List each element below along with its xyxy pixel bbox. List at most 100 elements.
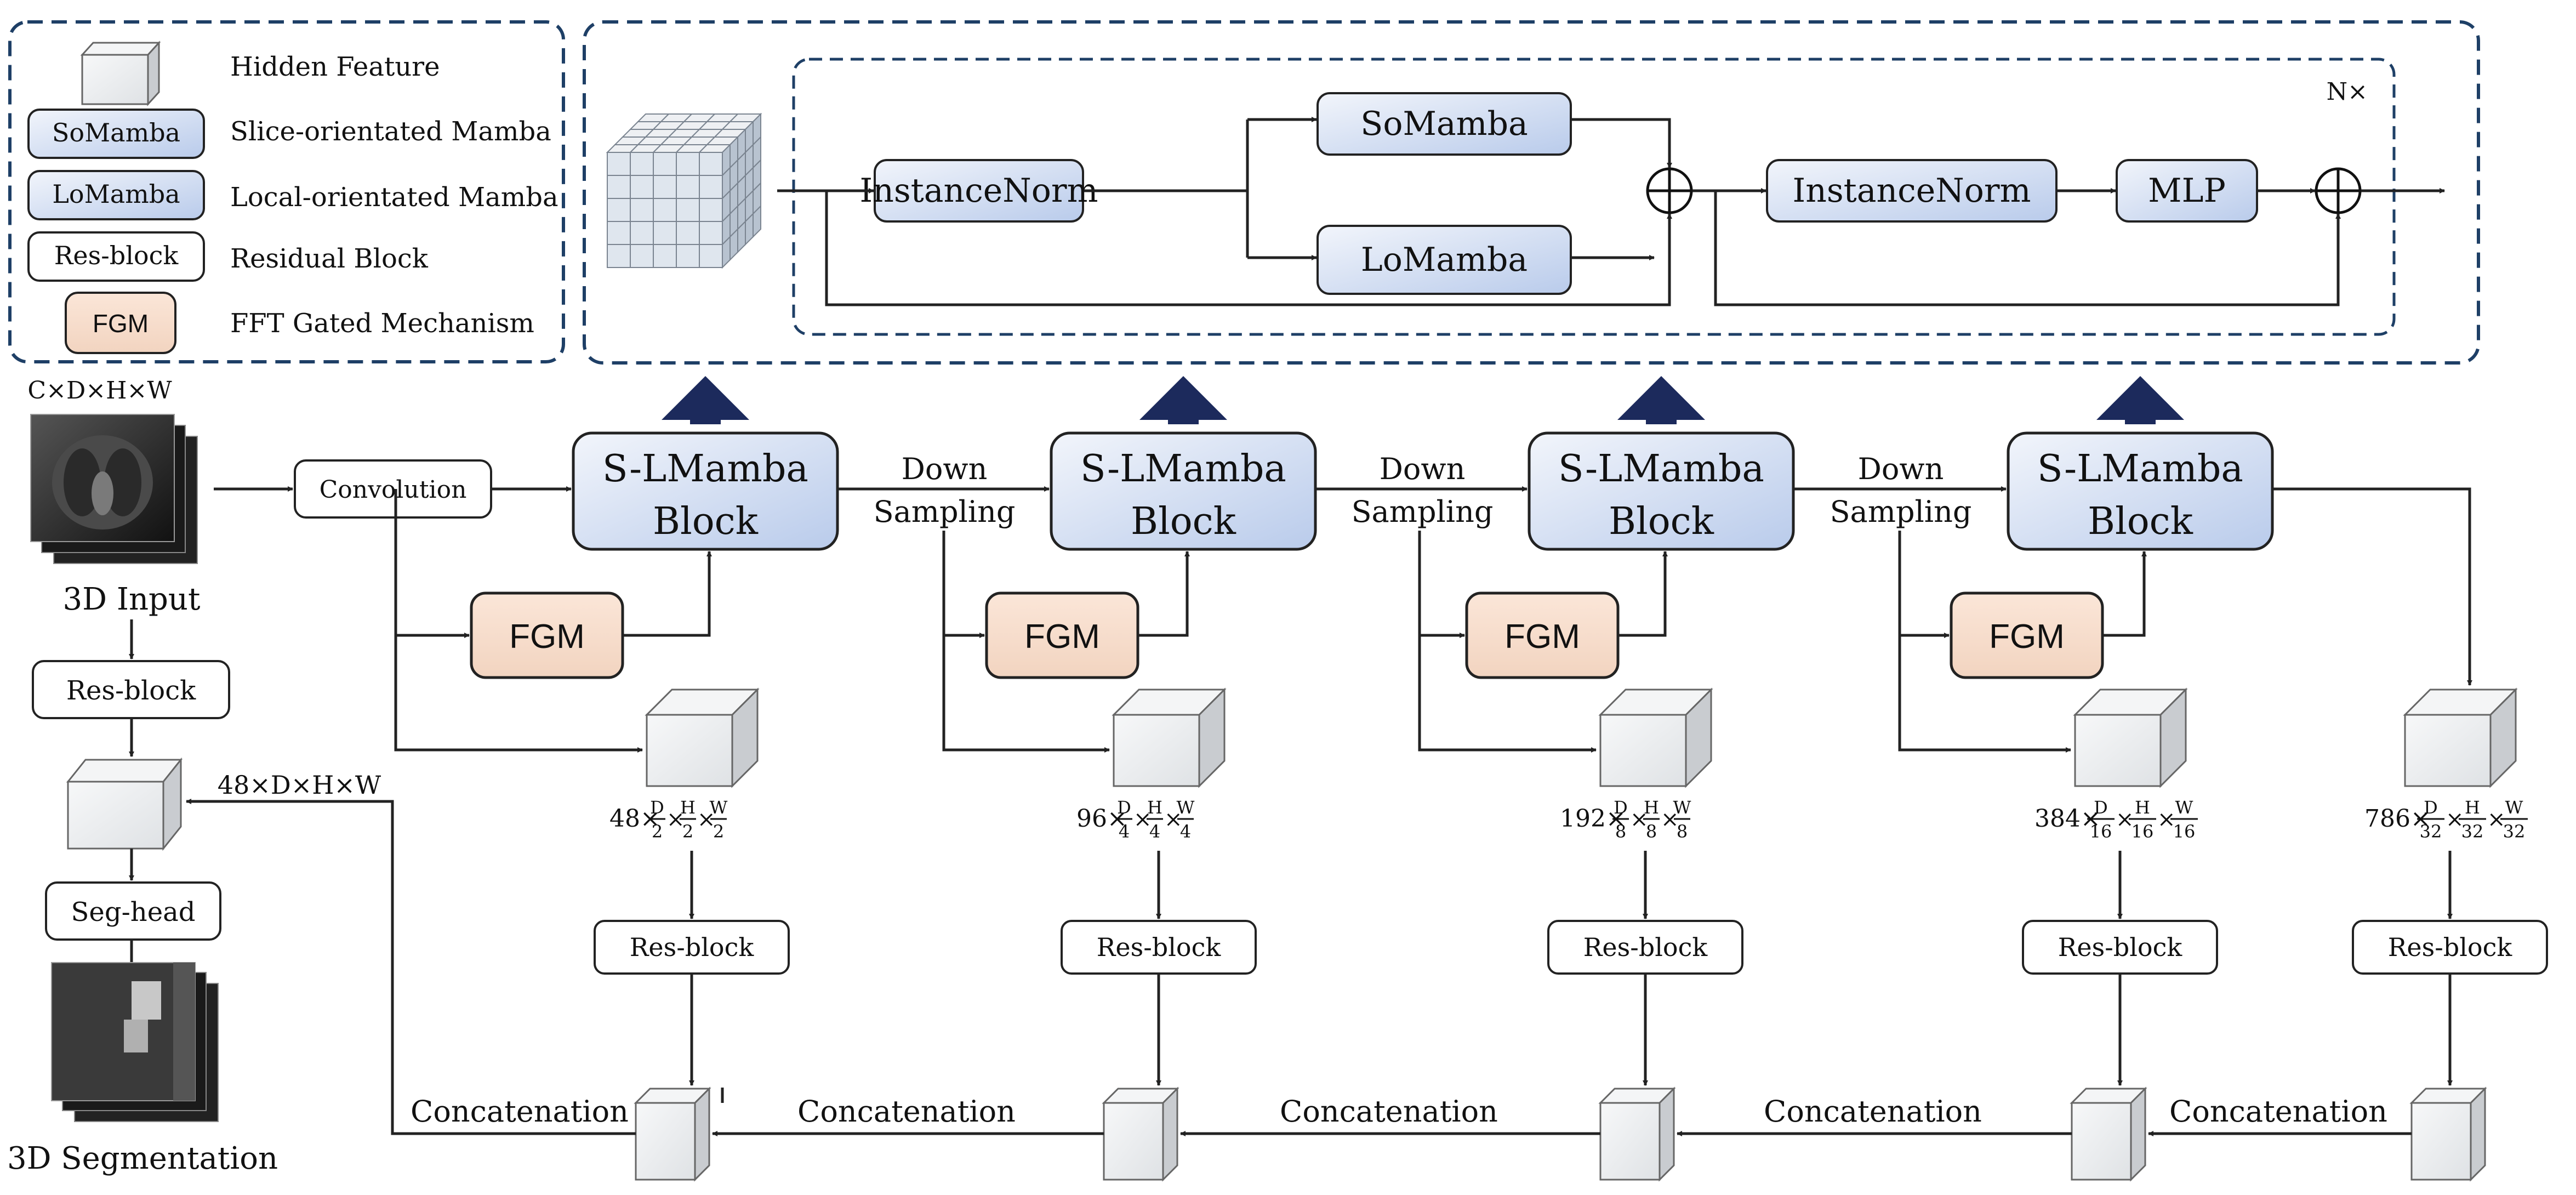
expand-up-arrow-stem bbox=[690, 408, 721, 424]
instancenorm-1-label: InstanceNorm bbox=[860, 172, 1098, 210]
dim-denominator: 2 bbox=[682, 821, 693, 842]
slmamba-block-label-line2: Block bbox=[653, 500, 759, 543]
repeat-label: N× bbox=[2327, 78, 2368, 106]
dim-numerator: H bbox=[680, 797, 696, 818]
input-label: 3D Input bbox=[63, 582, 201, 617]
slmamba-block-label-line2: Block bbox=[1609, 500, 1714, 543]
legend-somamba-label: Slice-orientated Mamba bbox=[230, 116, 551, 147]
legend-resblock-swatch bbox=[27, 231, 205, 282]
dim-denominator: 32 bbox=[2420, 821, 2442, 842]
input-column: C×D×H×W 3D Input Res-block 48×D×H×W Seg-… bbox=[7, 377, 381, 1176]
dim-numerator: W bbox=[710, 797, 728, 818]
somamba-label: SoMamba bbox=[1360, 105, 1528, 143]
legend-fgm-label: FFT Gated Mechanism bbox=[230, 308, 534, 339]
dim-denominator: 4 bbox=[1180, 821, 1191, 842]
dim-denominator: 32 bbox=[2503, 821, 2526, 842]
concatenation-label: Concatenation bbox=[2169, 1094, 2387, 1129]
slmamba-block-1 bbox=[572, 431, 839, 551]
expand-up-arrow-icon bbox=[2096, 376, 2184, 420]
legend-lomamba-text: LoMamba bbox=[52, 179, 180, 209]
add-node-1-icon bbox=[1646, 167, 1693, 214]
dim-denominator: 16 bbox=[2132, 821, 2154, 842]
dim-numerator: H bbox=[2135, 797, 2150, 818]
feature-cube-stage-2 bbox=[1112, 687, 1227, 788]
concatenation-label: Concatenation bbox=[797, 1094, 1016, 1129]
dim-numerator: W bbox=[2175, 797, 2193, 818]
stage-dims-label: 96×D4×H4×W4 bbox=[1076, 797, 1195, 842]
dim-denominator: 4 bbox=[1149, 821, 1160, 842]
dim-denominator: 8 bbox=[1615, 821, 1626, 842]
concat-cube-stage-3 bbox=[1598, 1086, 1676, 1182]
slmamba-block-label-line2: Block bbox=[2088, 500, 2193, 543]
legend-resblock-label: Residual Block bbox=[230, 243, 429, 274]
legend-lomamba-label: Local-orientated Mamba bbox=[230, 182, 558, 213]
stage-dims-label: 786×D32×H32×W32 bbox=[2364, 797, 2528, 842]
seghead-label: Seg-head bbox=[71, 897, 196, 927]
detail-outer-frame bbox=[583, 20, 2480, 365]
dim-numerator: W bbox=[1177, 797, 1195, 818]
legend-somamba-swatch bbox=[27, 109, 205, 159]
slmamba-block-label-line1: S-LMamba bbox=[1080, 447, 1286, 491]
legend-hidden-feature-icon bbox=[80, 41, 161, 106]
dim-denominator: 16 bbox=[2173, 821, 2196, 842]
stage-dims-label: 48×D2×H2×W2 bbox=[609, 797, 728, 842]
concatenation-label: Concatenation bbox=[1764, 1094, 1982, 1129]
slmamba-block-2 bbox=[1050, 431, 1317, 551]
dim-denominator: 2 bbox=[713, 821, 724, 842]
fusion-feature-cube-icon bbox=[66, 757, 183, 851]
dim-denominator: 32 bbox=[2461, 821, 2484, 842]
stage-resblock-label: Res-block bbox=[1097, 932, 1222, 962]
stage-resblock-label: Res-block bbox=[2058, 932, 2183, 962]
expand-up-arrow-stem bbox=[2125, 408, 2156, 424]
fgm-label: FGM bbox=[509, 618, 585, 656]
instancenorm-2-box bbox=[1766, 159, 2058, 223]
input-dims-label: C×D×H×W bbox=[27, 377, 172, 405]
mlp-box bbox=[2116, 159, 2258, 223]
stage-resblock-label: Res-block bbox=[2388, 932, 2513, 962]
concatenation-label: Concatenation bbox=[1280, 1094, 1498, 1129]
feature-grid-cube-icon bbox=[606, 112, 762, 269]
concat-cube-stage-4 bbox=[2070, 1086, 2147, 1182]
expand-up-arrow-icon bbox=[1617, 376, 1705, 420]
legend-hidden-feature-label: Hidden Feature bbox=[230, 52, 440, 82]
dim-numerator: W bbox=[2505, 797, 2523, 818]
detail-connectors bbox=[777, 117, 2445, 306]
dim-numerator: D bbox=[2424, 797, 2438, 818]
downsampling-label-line2: Sampling bbox=[1830, 494, 1972, 529]
dim-denominator: 8 bbox=[1646, 821, 1657, 842]
add-node-2-icon bbox=[2315, 167, 2362, 214]
dim-numerator: D bbox=[650, 797, 664, 818]
stage-resblock-label: Res-block bbox=[630, 932, 755, 962]
downsampling-label-line1: Down bbox=[1380, 452, 1466, 486]
slmamba-block-3 bbox=[1528, 431, 1795, 551]
detail-inner-frame bbox=[792, 58, 2396, 336]
concat-cube-stage-5 bbox=[2409, 1086, 2487, 1182]
slmamba-block-label-line1: S-LMamba bbox=[1558, 447, 1764, 491]
legend: Hidden Feature SoMamba Slice-orientated … bbox=[8, 20, 565, 363]
concat-cube-stage-2 bbox=[1102, 1086, 1179, 1182]
ct-input-stack-icon bbox=[30, 414, 198, 564]
seghead-box bbox=[45, 881, 221, 941]
expand-up-arrow-icon bbox=[662, 376, 749, 420]
dim-numerator: D bbox=[1614, 797, 1628, 818]
dim-denominator: 16 bbox=[2090, 821, 2112, 842]
mlp-label: MLP bbox=[2148, 172, 2226, 210]
slmamba-block-label-line1: S-LMamba bbox=[602, 447, 808, 491]
dim-denominator: 2 bbox=[652, 821, 663, 842]
lomamba-label: LoMamba bbox=[1361, 241, 1528, 279]
fgm-label: FGM bbox=[1024, 618, 1100, 656]
dim-numerator: H bbox=[2465, 797, 2480, 818]
slmamba-block-4 bbox=[2007, 431, 2274, 551]
fgm-label: FGM bbox=[1989, 618, 2065, 656]
legend-somamba-text: SoMamba bbox=[52, 118, 180, 147]
feature-cube-stage-1 bbox=[645, 687, 760, 788]
stage-resblock-label: Res-block bbox=[1583, 932, 1708, 962]
instancenorm-2-label: InstanceNorm bbox=[1793, 172, 2031, 210]
slmamba-detail: N× InstanceNorm SoMamba LoMamba Instance… bbox=[583, 20, 2480, 365]
dim-numerator: D bbox=[2094, 797, 2108, 818]
concatenation-label: Concatenation bbox=[411, 1094, 629, 1129]
expand-up-arrow-icon bbox=[1139, 376, 1227, 420]
dim-denominator: 8 bbox=[1677, 821, 1688, 842]
